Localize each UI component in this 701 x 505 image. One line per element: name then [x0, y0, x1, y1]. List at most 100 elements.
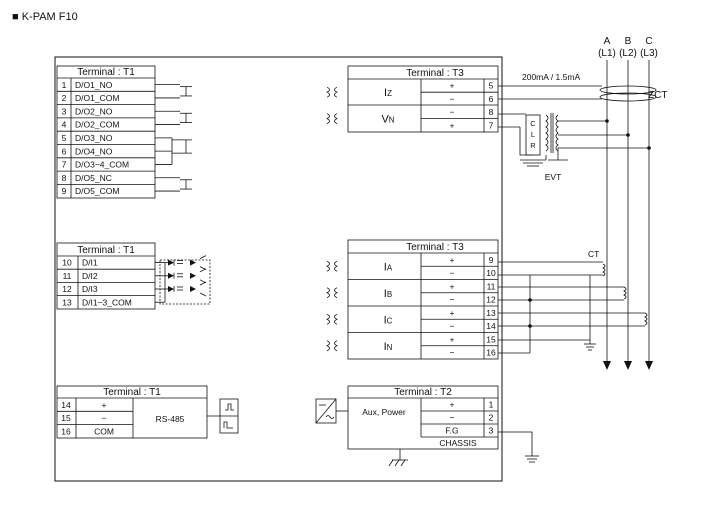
- t3-bottom-header: Terminal : T3: [406, 242, 464, 253]
- polarity-label: −: [450, 107, 455, 117]
- phase-a-name: A: [604, 36, 611, 47]
- polarity-label: −: [450, 348, 455, 358]
- arrow-a-icon: [603, 361, 611, 370]
- terminal-number: 2: [62, 93, 67, 103]
- polarity-label: +: [450, 281, 455, 291]
- ct-label: CT: [588, 249, 599, 259]
- chassis-label: CHASSIS: [439, 438, 477, 448]
- arrow-c-icon: [645, 361, 653, 370]
- phase-c-name: C: [645, 36, 652, 47]
- rs485-label: RS-485: [156, 414, 185, 424]
- input-label: IZ: [384, 87, 392, 99]
- terminal-number: 8: [62, 173, 67, 183]
- device-enclosure: [54, 56, 503, 482]
- terminal-label: D/O2_COM: [75, 120, 119, 130]
- current-input-label: IA: [384, 261, 393, 273]
- terminal-number: 14: [61, 400, 71, 410]
- terminal-number: 9: [489, 255, 494, 265]
- t2-block: Terminal : T2 Aux, Power CHASSIS +1−2F.G…: [315, 385, 539, 467]
- terminal-number: 10: [486, 268, 496, 278]
- terminal-label: D/I1~3_COM: [82, 297, 132, 307]
- polarity-label: −: [450, 321, 455, 331]
- polarity-label: +: [450, 120, 455, 130]
- terminal-number: 10: [62, 258, 72, 268]
- terminal-number: 5: [62, 133, 67, 143]
- terminal-number: 13: [486, 308, 496, 318]
- terminal-number: 8: [489, 107, 494, 117]
- terminal-number: 6: [62, 146, 67, 156]
- polarity-label: +: [450, 255, 455, 265]
- terminal-number: 9: [62, 186, 67, 196]
- terminal-number: 3: [62, 106, 67, 116]
- polarity-label: −: [450, 268, 455, 278]
- terminal-label: D/O5_NC: [75, 173, 112, 183]
- terminal-number: 7: [489, 120, 494, 130]
- t3-top-block: Terminal : T3 IZ+5−6VN−8+7: [326, 65, 499, 133]
- terminal-label: D/O5_COM: [75, 186, 119, 196]
- polarity-label: −: [450, 94, 455, 104]
- zct-icon: ZCT 200mA / 1.5mA: [498, 72, 667, 102]
- arrow-b-icon: [624, 361, 632, 370]
- chassis-ground-icon: [388, 449, 408, 467]
- phase-b-line: (L2): [619, 48, 637, 59]
- t2-header: Terminal : T2: [394, 387, 452, 398]
- t1-do-header: Terminal : T1: [77, 67, 135, 78]
- terminal-label: D/I2: [82, 271, 98, 281]
- evt-label: EVT: [545, 172, 562, 182]
- terminal-number: 2: [489, 413, 494, 423]
- phase-lines: A B C (L1) (L2) (L3): [598, 36, 658, 370]
- terminal-number: 4: [62, 120, 67, 130]
- terminal-number: 11: [63, 271, 72, 281]
- t3-bottom-block: Terminal : T3 IA+9−10IB+11−12IC+13−14IN+…: [326, 239, 499, 360]
- polarity-label: +: [450, 334, 455, 344]
- terminal-label: D/O3_NO: [75, 133, 113, 143]
- terminal-label: D/O1_NO: [75, 80, 113, 90]
- ct-wiring: CT: [498, 249, 648, 354]
- phase-c-line: (L3): [640, 48, 658, 59]
- t1-rs485-header: Terminal : T1: [103, 387, 161, 398]
- clr-r: R: [530, 141, 536, 150]
- current-input-label: IN: [384, 341, 393, 353]
- terminal-label: D/O2_NO: [75, 106, 113, 116]
- zct-rating: 200mA / 1.5mA: [522, 72, 580, 82]
- polarity-label: F.G: [445, 426, 458, 436]
- terminal-number: 13: [62, 297, 72, 307]
- phase-b-name: B: [625, 36, 632, 47]
- terminal-number: 7: [62, 160, 67, 170]
- terminal-number: 12: [62, 284, 72, 294]
- terminal-label: D/O1_COM: [75, 93, 119, 103]
- zct-label: ZCT: [648, 90, 667, 101]
- terminal-label: +: [102, 400, 107, 410]
- page-title: ■ K-PAM F10: [12, 11, 78, 23]
- current-input-label: IC: [384, 314, 393, 326]
- polarity-label: +: [450, 400, 455, 410]
- polarity-label: −: [450, 295, 455, 305]
- terminal-number: 5: [489, 81, 494, 91]
- terminal-number: 12: [486, 295, 496, 305]
- optocoupler-icon: [155, 255, 211, 305]
- current-input-label: IB: [384, 288, 392, 300]
- aux-power-label: Aux, Power: [362, 407, 406, 417]
- t3-top-header: Terminal : T3: [406, 68, 464, 79]
- rs485-transceiver-icon: [207, 398, 239, 434]
- terminal-label: D/I3: [82, 284, 98, 294]
- evt-icon: C L R EVT: [498, 113, 651, 182]
- clr-c: C: [530, 119, 536, 128]
- relay-contacts: [155, 84, 192, 192]
- terminal-number: 16: [486, 348, 496, 358]
- terminal-label: D/I1: [82, 258, 98, 268]
- terminal-number: 1: [489, 400, 494, 410]
- terminal-number: 15: [61, 413, 71, 423]
- terminal-number: 3: [489, 426, 494, 436]
- terminal-label: −: [102, 413, 107, 423]
- polarity-label: +: [450, 81, 455, 91]
- phase-a-line: (L1): [598, 48, 616, 59]
- terminal-number: 15: [486, 334, 496, 344]
- terminal-label: D/O3~4_COM: [75, 160, 129, 170]
- power-converter-icon: [315, 398, 348, 424]
- input-label: VN: [381, 114, 394, 126]
